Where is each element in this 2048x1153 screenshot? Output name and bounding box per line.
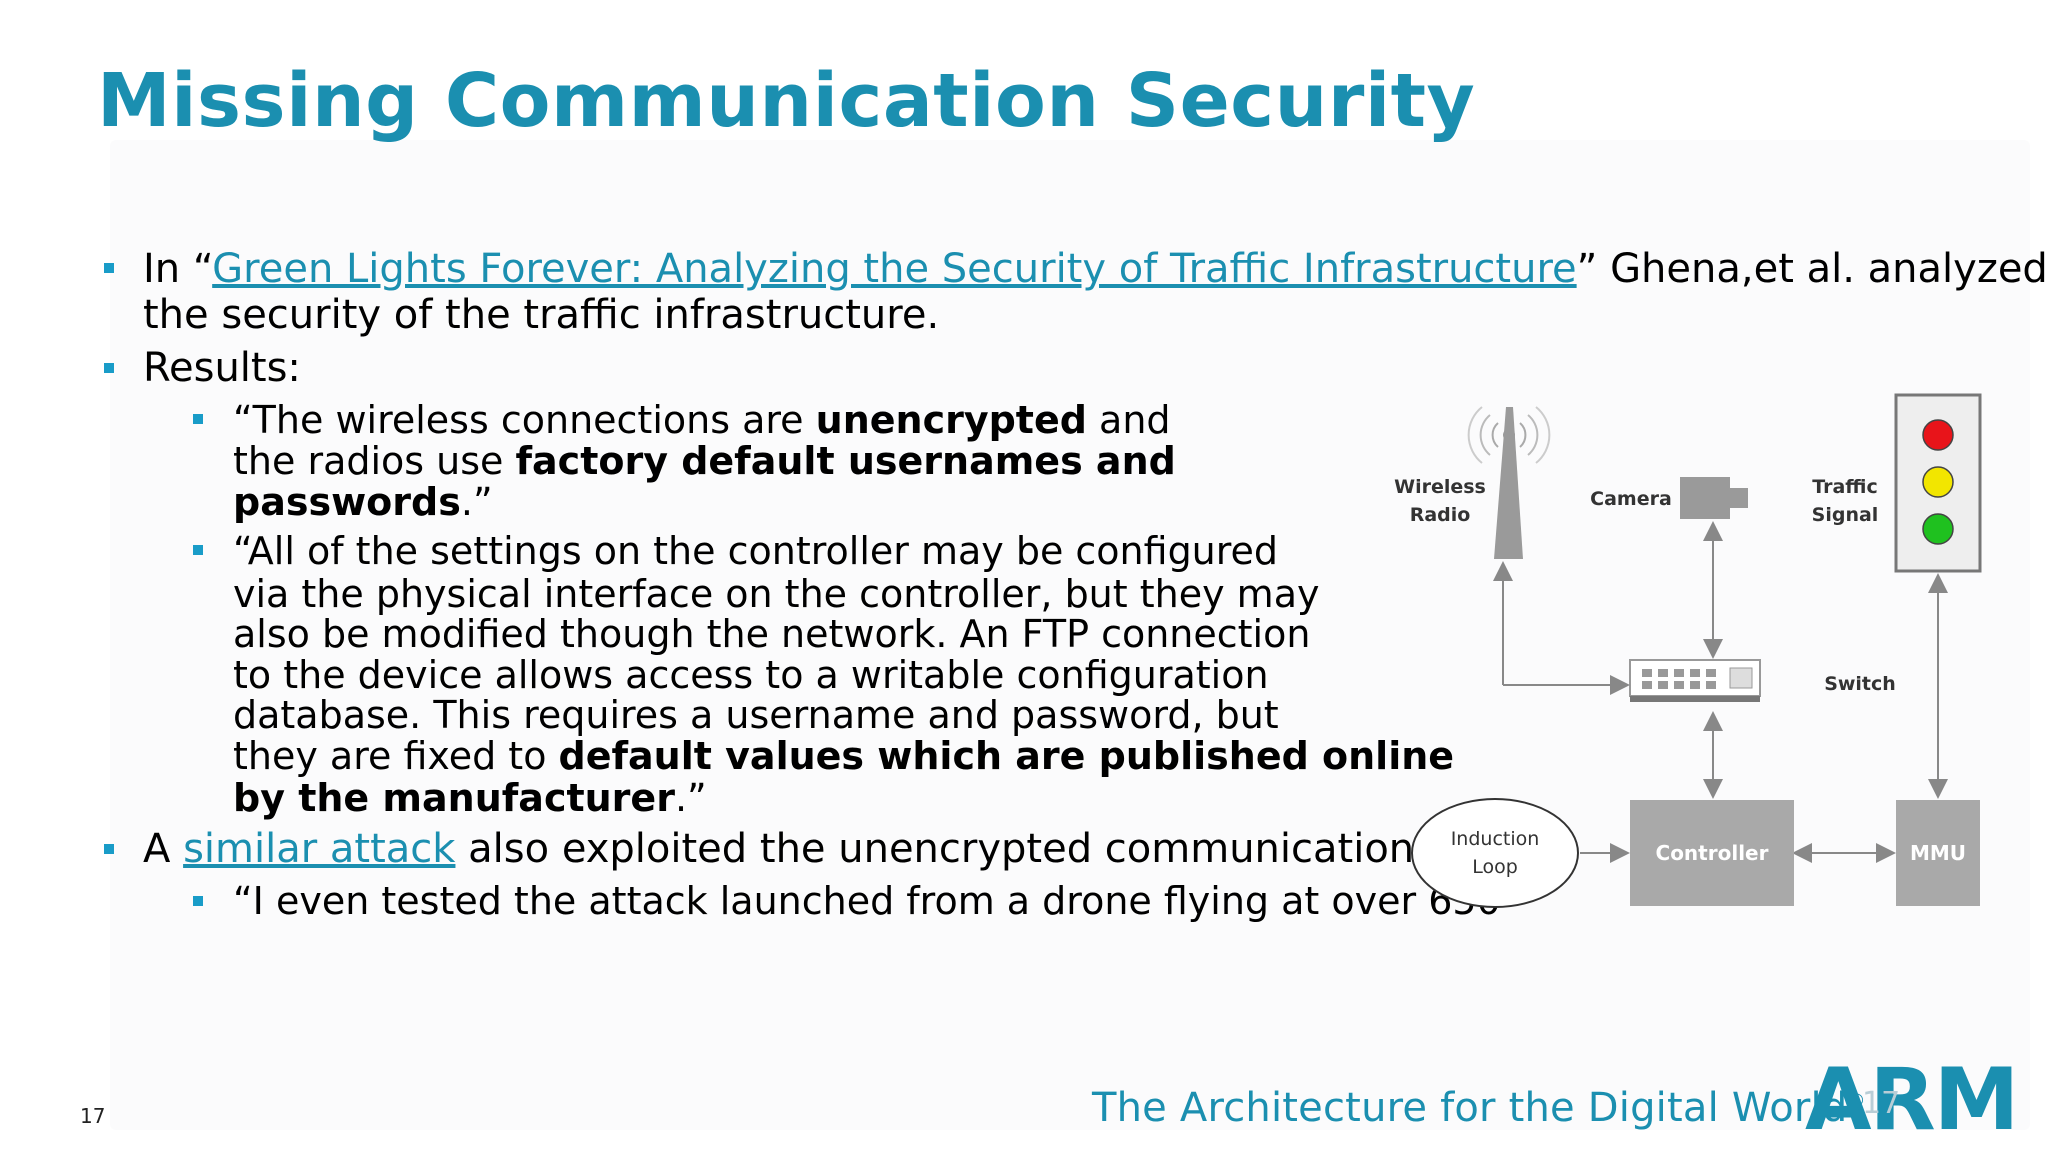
text-span: also exploited the unencrypted communica… xyxy=(455,826,1427,872)
bold-span: default values which are published onlin… xyxy=(558,734,1455,778)
tagline-text: The Architecture for the Digital World xyxy=(1092,1085,1848,1131)
bold-span: passwords xyxy=(233,480,461,524)
induction-loop-label: Induction Loop xyxy=(1430,825,1560,881)
paper-link[interactable]: Green Lights Forever: Analyzing the Secu… xyxy=(212,246,1577,292)
text-span: and xyxy=(1086,398,1171,442)
sub-bullet-marker xyxy=(193,545,203,555)
bullet-2-results: Results: xyxy=(143,345,301,391)
switch-icon xyxy=(1629,659,1761,702)
sub-bullet-marker xyxy=(193,414,203,424)
bullet-marker xyxy=(104,844,114,854)
text-span: the radios use xyxy=(233,439,516,483)
label-line: Induction xyxy=(1450,828,1540,850)
slide-background xyxy=(110,140,2030,1130)
bold-span: unencrypted xyxy=(815,398,1087,442)
controller-box: Controller xyxy=(1630,800,1794,906)
registered-mark: ® xyxy=(1847,1090,1866,1112)
arm-tagline: The Architecture for the Digital World® xyxy=(1092,1085,1866,1131)
wireless-radio-label: Wireless Radio xyxy=(1390,473,1490,529)
traffic-signal-label: Traffic Signal xyxy=(1800,473,1890,529)
induction-loop-shape xyxy=(1411,798,1579,908)
page-number: 17 xyxy=(80,1104,106,1128)
traffic-light-icon xyxy=(1894,393,1982,573)
camera-label: Camera xyxy=(1590,488,1672,510)
similar-attack-link[interactable]: similar attack xyxy=(183,826,456,872)
label-line: Signal xyxy=(1811,504,1879,526)
logo-overlay-number: 17 xyxy=(1862,1086,1901,1121)
sub-1-line-2: the radios use factory default usernames… xyxy=(233,439,1176,483)
sub-1-line-1: “The wireless connections are unencrypte… xyxy=(233,398,1171,442)
bold-span: by the manufacturer xyxy=(233,776,675,820)
mmu-box: MMU xyxy=(1896,800,1980,906)
sub-2-line-1: “All of the settings on the controller m… xyxy=(233,529,1279,573)
sub-1-line-3: passwords.” xyxy=(233,480,493,524)
diagram-connections xyxy=(1411,393,1982,908)
bullet-1-line-2: the security of the traffic infrastructu… xyxy=(143,292,940,338)
sub-2-line-7: by the manufacturer.” xyxy=(233,776,707,820)
text-span: “The wireless connections are xyxy=(233,398,816,442)
wireless-radio-icon xyxy=(1467,406,1551,559)
bullet-marker xyxy=(104,363,114,373)
switch-label: Switch xyxy=(1824,673,1896,695)
camera-icon xyxy=(1680,477,1748,519)
label-line: Radio xyxy=(1409,504,1471,526)
bullet-1-line-1: In “Green Lights Forever: Analyzing the … xyxy=(143,246,2048,292)
bullet-marker xyxy=(104,263,114,273)
text-span: .” xyxy=(460,480,493,524)
sub-bullet-marker xyxy=(193,896,203,906)
label-line: Traffic xyxy=(1812,476,1878,498)
traffic-infrastructure-diagram: Wireless Radio Camera Traffic Signal Swi… xyxy=(1390,385,1990,925)
label-line: Loop xyxy=(1472,856,1518,878)
bullet-1-prefix: In “ xyxy=(143,246,213,292)
sub-2-line-4: to the device allows access to a writabl… xyxy=(233,653,1269,697)
slide-title: Missing Communication Security xyxy=(97,58,1476,144)
sub-2-line-5: database. This requires a username and p… xyxy=(233,693,1279,737)
text-span: A xyxy=(143,826,184,872)
text-span: they are fixed to xyxy=(233,734,559,778)
bold-span: factory default usernames and xyxy=(515,439,1176,483)
sub-2-line-6: they are fixed to default values which a… xyxy=(233,734,1454,778)
arm-logo: ARM xyxy=(1805,1050,2019,1150)
label-line: Wireless xyxy=(1394,476,1486,498)
bullet-1-suffix: ” Ghena,et al. analyzed xyxy=(1576,246,2048,292)
sub-3-line: “I even tested the attack launched from … xyxy=(233,879,1501,923)
bullet-3-line: A similar attack also exploited the unen… xyxy=(143,826,1427,872)
sub-2-line-2: via the physical interface on the contro… xyxy=(233,572,1320,616)
sub-2-line-3: also be modified though the network. An … xyxy=(233,612,1311,656)
text-span: .” xyxy=(674,776,707,820)
